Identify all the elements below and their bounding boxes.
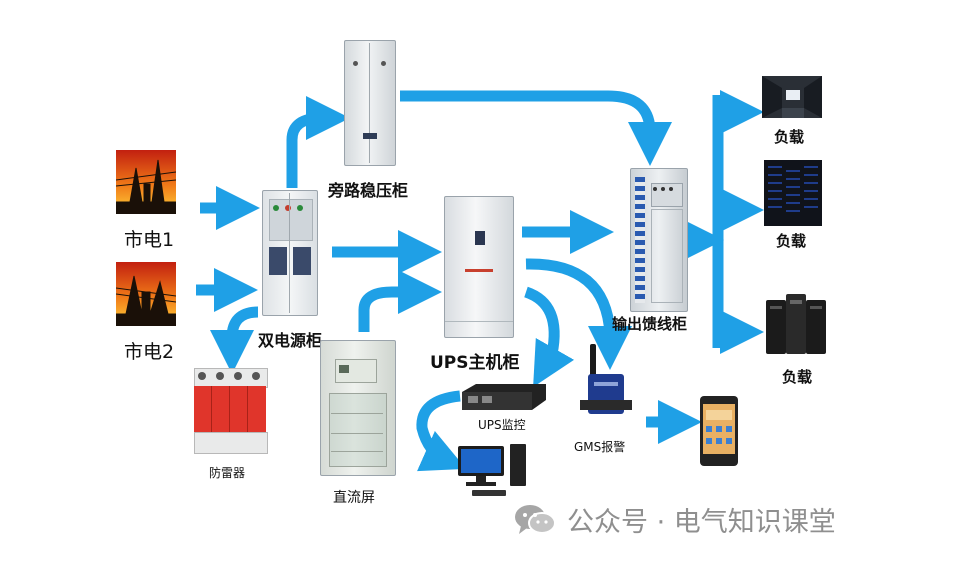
dual-power-cabinet: [262, 190, 318, 316]
gms-alarm-device: [576, 344, 634, 416]
surge-label: 防雷器: [209, 466, 246, 480]
arrow-ups-to-gms: [525, 258, 632, 370]
arrow-dual-to-bypass: [286, 96, 350, 188]
ups-main-label: UPS主机柜: [430, 353, 520, 373]
arrow-ups-to-monitor: [523, 286, 575, 388]
ups-main-cabinet: [444, 196, 514, 338]
output-feeder-label: 输出馈线柜: [612, 315, 688, 333]
arrow-bypass-to-output: [400, 90, 672, 166]
ups-monitor-device: [462, 384, 546, 410]
load2-label: 负载: [776, 232, 807, 250]
load1-label: 负载: [774, 128, 805, 146]
bypass-regulator-cabinet: [344, 40, 396, 166]
dc-panel-cabinet: [320, 340, 396, 476]
dual-power-label: 双电源柜: [258, 331, 323, 350]
grid2-tower-image: [116, 262, 176, 326]
load2-server-rack-image: [764, 160, 822, 226]
watermark: 公众号 · 电气知识课堂: [513, 500, 836, 539]
dc-panel-label: 直流屏: [333, 490, 375, 506]
bypass-label: 旁路稳压柜: [328, 181, 409, 200]
arrow-dc-to-ups: [358, 270, 442, 332]
grid2-label: 市电2: [124, 341, 175, 363]
ups-monitor-label: UPS监控: [478, 418, 526, 432]
surge-protector-image: [194, 368, 268, 454]
arrow-dual-to-surge: [210, 306, 259, 374]
output-feeder-cabinet: [630, 168, 688, 312]
gms-alarm-label: GMS报警: [574, 440, 626, 454]
load3-label: 负载: [782, 368, 813, 386]
grid1-label: 市电1: [124, 229, 175, 251]
watermark-text: 公众号 · 电气知识课堂: [567, 507, 836, 538]
load3-server-towers-image: [764, 294, 828, 358]
computer-icon: [458, 442, 528, 498]
arrow-monitor-to-pc: [416, 390, 467, 472]
grid1-tower-image: [116, 150, 176, 214]
wechat-icon: [513, 502, 557, 538]
load1-server-room-image: [762, 76, 822, 118]
mobile-phone-icon: [700, 396, 738, 466]
